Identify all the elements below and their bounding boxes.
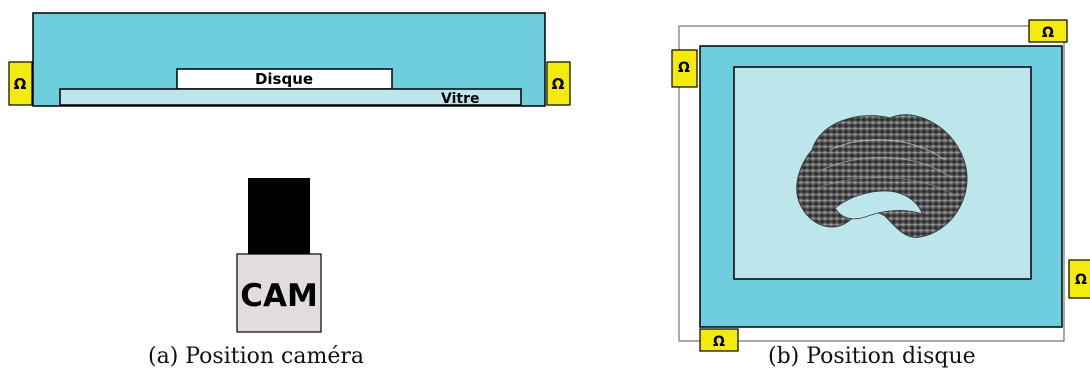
caption-b: (b) Position disque [768,344,976,369]
omega-magnet-icon: Ω [552,75,565,93]
magnet-top-right: Ω [1028,19,1068,43]
camera-lens [248,178,310,254]
outer-plate-outline [678,25,1065,342]
magnet-top-left: Ω [671,49,698,88]
omega-magnet-icon: Ω [1075,272,1087,288]
glass-plate [733,66,1032,280]
panel-b: Ω Ω Ω Ω [671,19,1090,352]
glass-plate [59,88,522,106]
caption-a: (a) Position caméra [148,344,364,369]
magnet-left: Ω [8,61,33,106]
omega-magnet-icon: Ω [1042,25,1054,41]
magnet-bottom-left: Ω [699,328,739,352]
omega-magnet-icon: Ω [678,60,690,76]
panel-a: Disque Vitre Ω Ω CAM [8,12,571,333]
omega-magnet-icon: Ω [14,75,27,93]
magnet-bottom-right: Ω [1068,259,1090,299]
disk-label: Disque [255,70,313,88]
camera-label: CAM [240,278,318,314]
magnet-right: Ω [546,61,571,106]
vertebral-disc-icon [796,114,968,238]
camera-icon: CAM [236,178,322,333]
glass-label: Vitre [441,91,479,107]
omega-magnet-icon: Ω [713,334,725,350]
camera-body [236,253,322,333]
